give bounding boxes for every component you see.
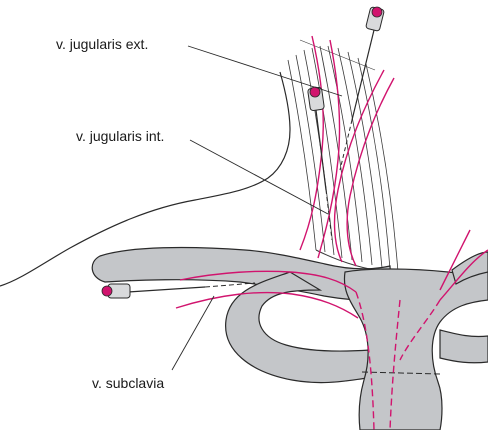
label-jugularis-int: v. jugularis int. <box>76 128 164 144</box>
right-rib <box>440 330 488 363</box>
needle-subclavia <box>102 283 255 298</box>
label-jugularis-ext: v. jugularis ext. <box>56 36 148 52</box>
label-subclavia: v. subclavia <box>92 375 164 391</box>
